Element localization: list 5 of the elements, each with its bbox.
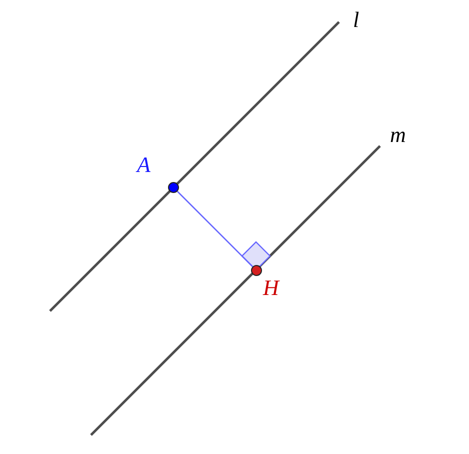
point-label: A	[137, 154, 150, 176]
line-segment	[176, 190, 253, 267]
line-label: m	[390, 124, 406, 146]
point-label: H	[263, 277, 279, 299]
line-label: l	[353, 9, 360, 31]
